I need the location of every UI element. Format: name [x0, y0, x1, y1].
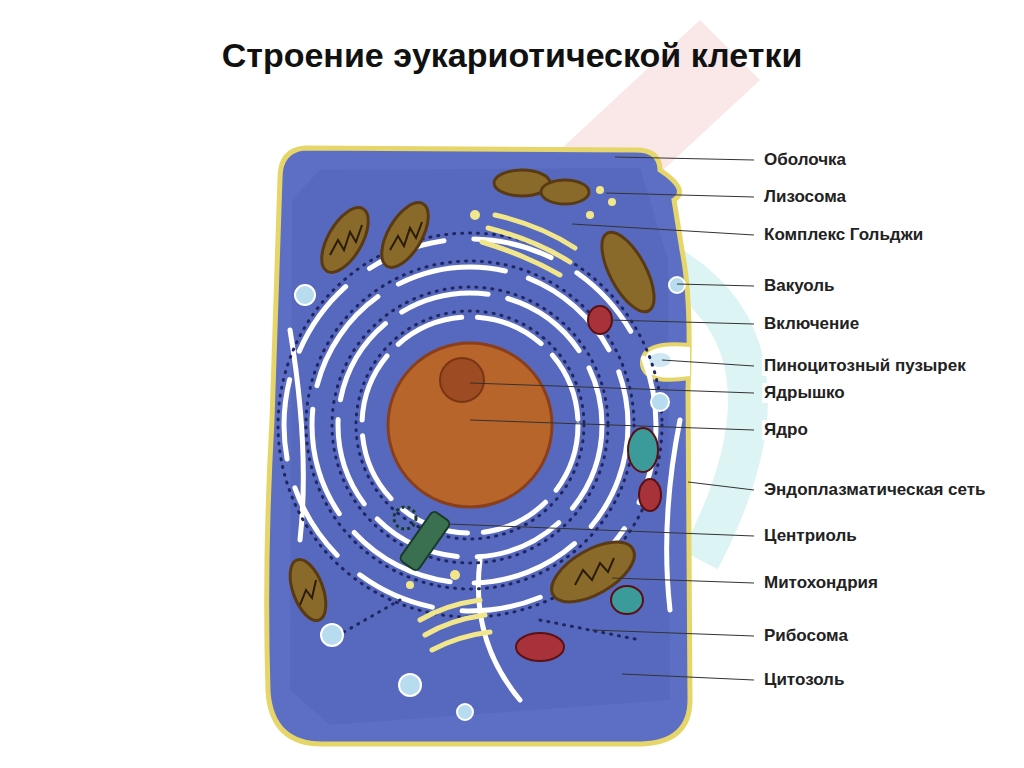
part-label: Цитозоль: [762, 670, 846, 690]
nucleolus: [440, 358, 484, 402]
part-label: Митохондрия: [762, 573, 880, 593]
cristae: [300, 222, 614, 605]
centriole: [394, 507, 451, 572]
ribosome-dots: [278, 233, 662, 640]
diagram-title: Строение эукариотической клетки: [0, 36, 1024, 75]
part-label: Включение: [762, 314, 861, 334]
part-label: Эндоплазматическая сеть: [762, 480, 988, 500]
cell-body: [267, 148, 690, 744]
part-label: Ядро: [762, 420, 810, 440]
part-label: Оболочка: [762, 150, 848, 170]
cytosol-shade: [290, 168, 670, 725]
part-label: Центриоль: [762, 526, 859, 546]
part-label: Пиноцитозный пузырек: [762, 356, 968, 376]
part-label: Ядрышко: [762, 383, 847, 403]
inclusions: [516, 306, 661, 661]
vacuoles: [295, 277, 685, 720]
part-label: Вакуоль: [762, 276, 836, 296]
part-label: Лизосома: [762, 187, 848, 207]
golgi-complex: [420, 215, 575, 650]
mitochondria: [283, 170, 665, 625]
nucleus: [388, 343, 552, 507]
part-label: Комплекс Гольджи: [762, 225, 925, 245]
part-label: Рибосома: [762, 626, 850, 646]
leader-lines: [448, 157, 754, 680]
